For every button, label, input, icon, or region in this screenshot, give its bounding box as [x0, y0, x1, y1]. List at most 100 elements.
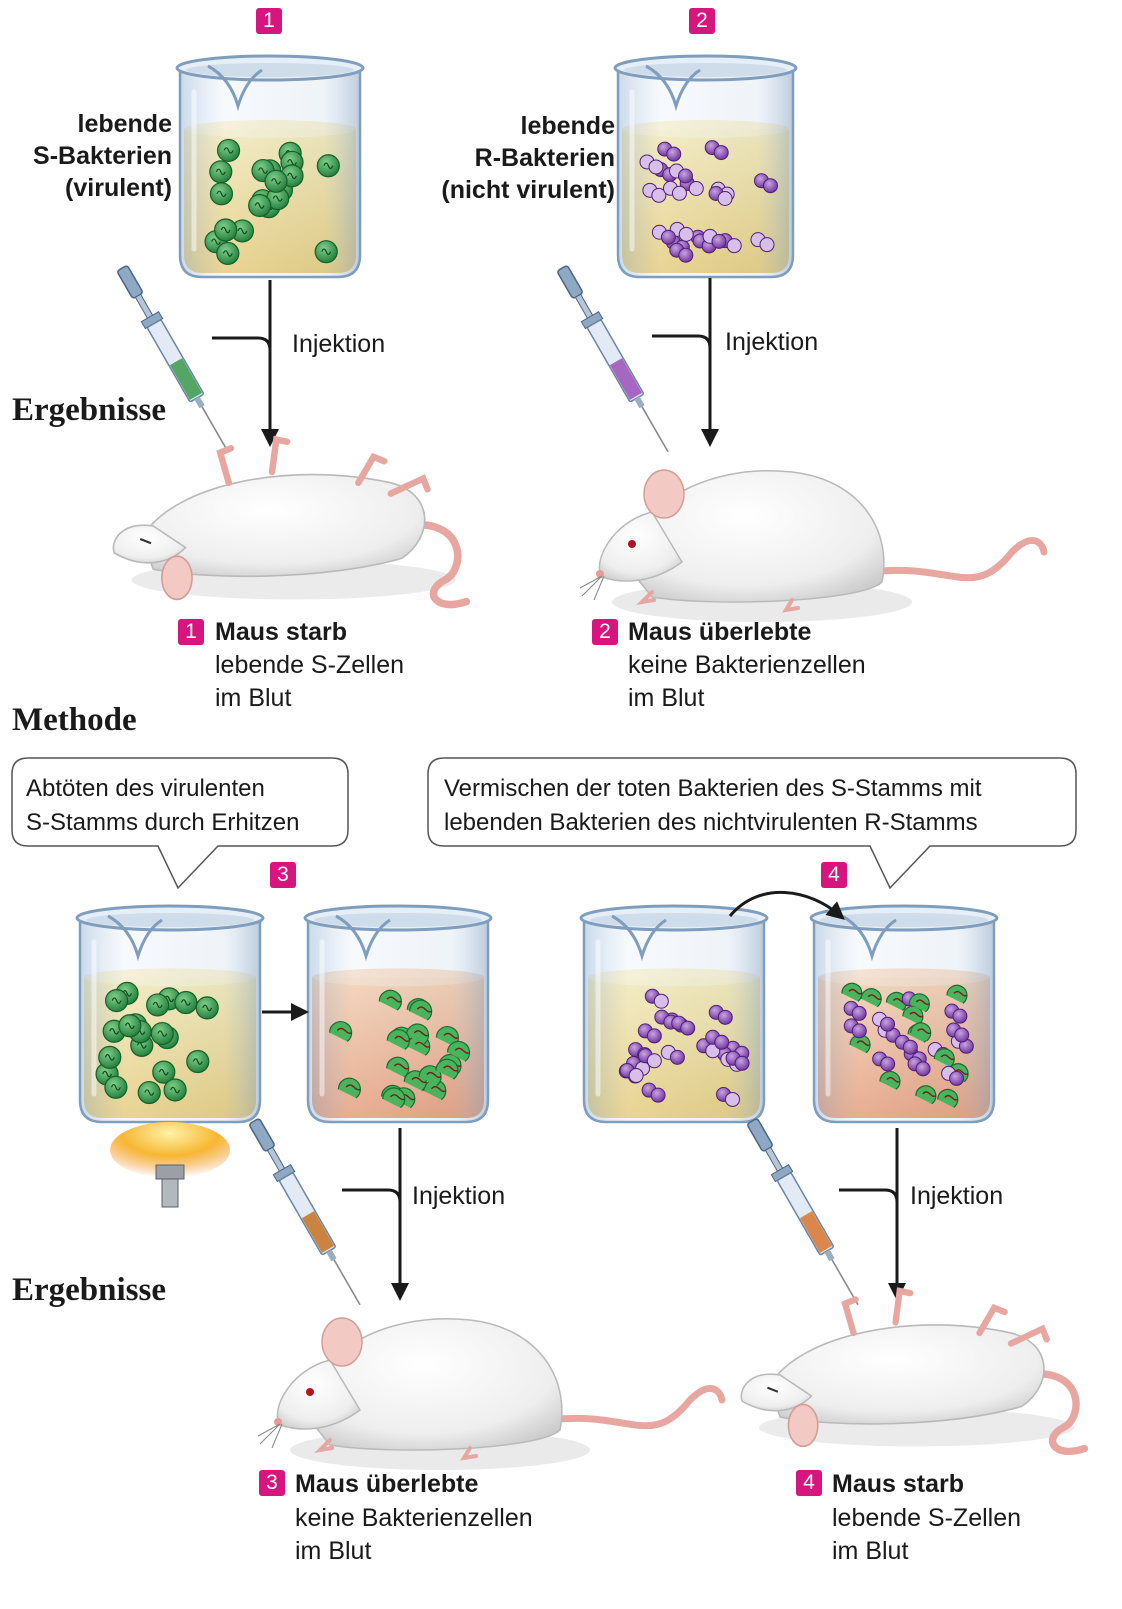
- beaker-5-bacteria-cell: [628, 1068, 644, 1084]
- beaker-2-glass: [616, 68, 795, 279]
- beaker-3-bacteria-cell-dna: [144, 1089, 155, 1096]
- beaker-2-bacteria-cell: [717, 190, 733, 206]
- beaker-6-bacteria-cell: [880, 1016, 896, 1032]
- beaker-6-spout: [841, 914, 897, 962]
- beaker-2-bacteria-cell: [678, 247, 694, 263]
- beaker-3-bacteria-cell-dna: [111, 997, 122, 1004]
- beaker-6-bacteria-cell-dna: [953, 990, 968, 997]
- syringe-4: [747, 1118, 859, 1306]
- mouse-1-dead-tail: [397, 520, 471, 609]
- beaker-6-rim-inner: [820, 913, 988, 927]
- beaker-6-glass: [812, 918, 996, 1124]
- mouse-2-alive-tail: [868, 537, 1048, 582]
- result-4-title: Maus starb: [832, 1470, 964, 1498]
- beaker-2-bacteria-cell: [666, 146, 682, 162]
- result-4-detail-line-2: im Blut: [832, 1537, 909, 1565]
- beaker-3-bacteria-cell-dna: [180, 999, 191, 1006]
- syringe-2-hub: [634, 396, 645, 409]
- beaker-2-bacteria-cell: [671, 185, 687, 201]
- injection-arrow-1-bracket: [212, 336, 272, 351]
- beaker-5-bacteria-cell: [734, 1055, 750, 1071]
- mouse-4-dead-eye: [767, 1386, 779, 1393]
- beaker-4-bacteria-cell-dna: [386, 996, 402, 1003]
- beaker-4-bacteria-cell-dna: [416, 1006, 433, 1013]
- syringe-3-hub: [326, 1249, 337, 1262]
- mouse-1-dead-legs: [216, 435, 431, 497]
- syringe-1-fluid: [169, 358, 203, 400]
- beaker-3-bacteria-cell-dna: [152, 1001, 163, 1009]
- callout-mixing: [427, 757, 1077, 890]
- beaker-4-bacteria-cell: [409, 999, 433, 1021]
- beaker-1-bacteria-cell-dna: [222, 250, 233, 257]
- beaker-1-bacteria-cell-dna: [223, 147, 234, 154]
- mouse-1-dead: [112, 435, 471, 609]
- beaker-4-bacteria-cell: [378, 989, 402, 1011]
- beaker-6-bacteria-cell-dna: [944, 1094, 959, 1101]
- beaker-2-label-line-2: R-Bakterien: [474, 144, 615, 172]
- method-heading: Methode: [12, 702, 137, 738]
- mouse-2-alive-whiskers: [579, 575, 605, 601]
- beaker-1-rim-inner: [186, 63, 354, 77]
- result-3-detail-line-2: im Blut: [295, 1537, 372, 1565]
- beaker-3-bacteria-cell-dna: [104, 1054, 115, 1061]
- beaker-1-bacteria-cell-dna: [287, 159, 297, 166]
- result-4-detail-line-1: lebende S-Zellen: [832, 1504, 1022, 1532]
- beaker-6-bacteria-cell-dna: [867, 994, 882, 1000]
- beaker-2-bacteria-cell: [759, 237, 775, 253]
- result-1-detail-line-2: im Blut: [215, 684, 292, 712]
- beaker-5-bacteria-cell: [669, 1049, 685, 1065]
- callout-heat-kill-line-1: Abtöten des virulenten: [26, 775, 265, 802]
- beaker-2-bacteria-cell: [678, 226, 694, 242]
- beaker-3-bacteria-cell-dna: [164, 995, 175, 1003]
- beaker-5-bacteria-cell: [646, 1028, 662, 1044]
- callout-mixing-text: Vermischen der toten Bakterien des S-Sta…: [444, 772, 982, 840]
- beaker-2-bacteria-cell: [762, 178, 778, 194]
- result-2-detail-line-1: keine Bakterienzellen: [628, 651, 866, 679]
- beaker-6-bacteria-cell: [851, 1005, 867, 1021]
- beaker-2-bacteria-cell: [688, 180, 704, 196]
- beaker-1-label-line-1: lebende: [77, 110, 172, 138]
- beaker-2-bacteria-cell: [648, 159, 664, 175]
- beaker-4-rim-inner: [314, 913, 482, 927]
- step-4-badge: 4: [821, 862, 847, 888]
- beaker-6-bacteria-cell-dna: [848, 988, 863, 995]
- result-4-badge: 4: [796, 1470, 822, 1496]
- syringe-1-needle: [201, 406, 229, 453]
- beaker-1-bacteria-cell-dna: [216, 190, 227, 198]
- beaker-5-bacteria-cell: [646, 1053, 662, 1069]
- beaker-5-bacteria-cell: [717, 1009, 733, 1025]
- beaker-4-bacteria-cell: [337, 1077, 361, 1099]
- mouse-1-dead-ear: [161, 555, 193, 601]
- beaker-2-bacteria-cell: [711, 233, 727, 249]
- syringe-2: [557, 265, 669, 453]
- callout-heat-kill-text: Abtöten des virulenten S-Stamms durch Er…: [26, 772, 299, 840]
- beaker-6-bacteria-cell: [933, 1048, 955, 1068]
- syringe-4-hub: [824, 1249, 835, 1262]
- beaker-5-bacteria-cell: [653, 993, 669, 1009]
- results-heading-top: Ergebnisse: [12, 392, 167, 428]
- mouse-3-alive-tail: [546, 1385, 726, 1430]
- beaker-2-bacteria: [639, 140, 778, 263]
- burner: [110, 1122, 230, 1208]
- beaker-1-label-line-3: (virulent): [65, 174, 172, 202]
- step-1-badge: 1: [256, 8, 282, 34]
- beaker-6-bacteria-cell-dna: [917, 1028, 932, 1035]
- beaker-6-bacteria-cell: [954, 1027, 970, 1043]
- beaker-4-bacteria-cell: [405, 1023, 430, 1045]
- beaker-3-rim-inner: [86, 913, 254, 927]
- beaker-6-bacteria-cell: [908, 993, 930, 1013]
- beaker-3-bacteria-cell-dna: [110, 1083, 121, 1091]
- beaker-3-bacteria-cell-dna: [122, 990, 133, 997]
- result-2-detail-line-2: im Blut: [628, 684, 705, 712]
- syringe-3: [249, 1118, 361, 1306]
- beaker-1-bacteria-cell-dna: [215, 168, 226, 176]
- mouse-2-alive: [579, 469, 1048, 622]
- beaker-4-bacteria-cell: [418, 1065, 442, 1087]
- mouse-4-dead: [740, 1287, 1089, 1455]
- beaker-6-bacteria-cell: [879, 1070, 901, 1090]
- beaker-1-bacteria-cell-dna: [258, 167, 269, 174]
- beaker-6-bacteria-cell-dna: [954, 1069, 969, 1075]
- syringe-1-hub: [194, 396, 205, 409]
- beaker-4-bacteria-cell-dna: [426, 1071, 442, 1079]
- mouse-3-alive-feet: [314, 1438, 478, 1461]
